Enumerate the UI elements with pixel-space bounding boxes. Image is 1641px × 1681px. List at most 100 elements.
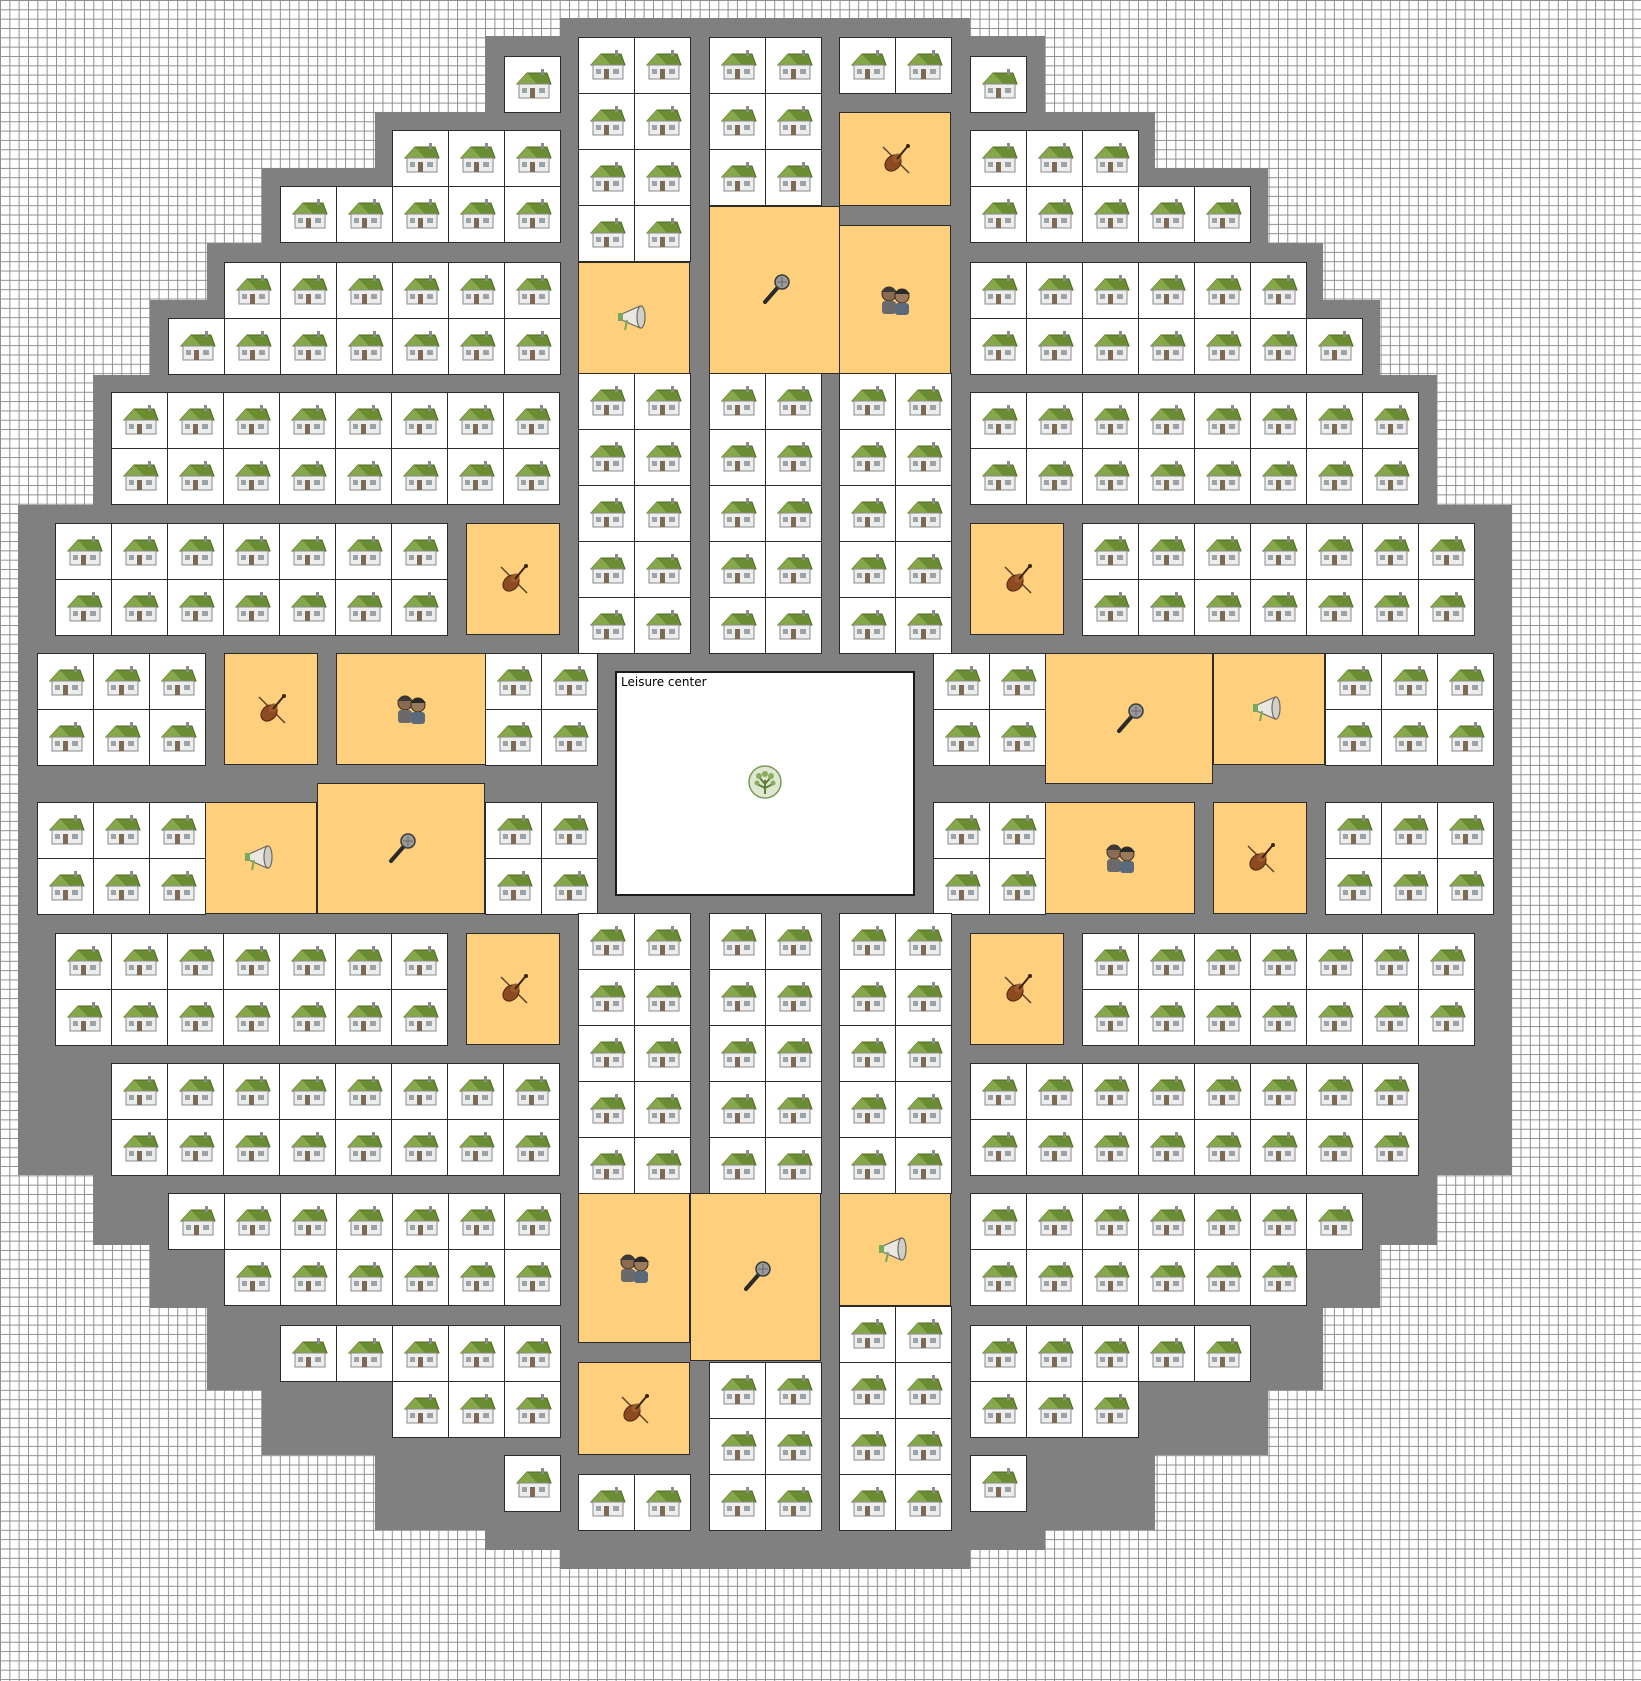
house-tile[interactable]	[1418, 933, 1475, 990]
house-tile[interactable]	[279, 579, 336, 636]
house-tile[interactable]	[111, 1119, 168, 1176]
house-tile[interactable]	[970, 1063, 1027, 1120]
violin-tile[interactable]	[970, 933, 1064, 1045]
house-tile[interactable]	[970, 318, 1027, 375]
house-tile[interactable]	[1026, 186, 1083, 243]
house-tile[interactable]	[1138, 1063, 1195, 1120]
house-tile[interactable]	[578, 37, 635, 94]
house-tile[interactable]	[1082, 933, 1139, 990]
house-tile[interactable]	[93, 709, 150, 766]
house-tile[interactable]	[634, 93, 691, 150]
house-tile[interactable]	[224, 262, 281, 319]
house-tile[interactable]	[765, 485, 822, 542]
house-tile[interactable]	[634, 373, 691, 430]
house-tile[interactable]	[392, 1325, 449, 1382]
house-tile[interactable]	[280, 1249, 337, 1306]
house-tile[interactable]	[933, 709, 990, 766]
house-tile[interactable]	[839, 913, 896, 970]
house-tile[interactable]	[709, 913, 766, 970]
house-tile[interactable]	[1306, 1193, 1363, 1250]
house-tile[interactable]	[895, 913, 952, 970]
house-tile[interactable]	[447, 448, 504, 505]
house-tile[interactable]	[1026, 392, 1083, 449]
house-tile[interactable]	[335, 523, 392, 580]
house-tile[interactable]	[1026, 1119, 1083, 1176]
house-tile[interactable]	[1194, 1193, 1251, 1250]
house-tile[interactable]	[280, 186, 337, 243]
house-tile[interactable]	[280, 262, 337, 319]
house-tile[interactable]	[1437, 709, 1494, 766]
house-tile[interactable]	[1138, 318, 1195, 375]
house-tile[interactable]	[1026, 1249, 1083, 1306]
house-tile[interactable]	[765, 429, 822, 486]
house-tile[interactable]	[37, 653, 94, 710]
house-tile[interactable]	[448, 186, 505, 243]
house-tile[interactable]	[1194, 933, 1251, 990]
house-tile[interactable]	[111, 523, 168, 580]
house-tile[interactable]	[167, 1119, 224, 1176]
house-tile[interactable]	[578, 541, 635, 598]
house-tile[interactable]	[448, 1249, 505, 1306]
house-tile[interactable]	[1250, 392, 1307, 449]
performers-tile[interactable]	[578, 1193, 690, 1343]
house-tile[interactable]	[895, 37, 952, 94]
house-tile[interactable]	[839, 597, 896, 654]
house-tile[interactable]	[111, 579, 168, 636]
house-tile[interactable]	[223, 392, 280, 449]
house-tile[interactable]	[709, 597, 766, 654]
house-tile[interactable]	[111, 448, 168, 505]
house-tile[interactable]	[634, 913, 691, 970]
house-tile[interactable]	[1026, 1381, 1083, 1438]
house-tile[interactable]	[167, 448, 224, 505]
house-tile[interactable]	[1250, 989, 1307, 1046]
house-tile[interactable]	[485, 802, 542, 859]
house-tile[interactable]	[392, 318, 449, 375]
house-tile[interactable]	[280, 318, 337, 375]
megaphone-tile[interactable]	[205, 802, 317, 914]
house-tile[interactable]	[634, 1081, 691, 1138]
house-tile[interactable]	[709, 373, 766, 430]
house-tile[interactable]	[1194, 392, 1251, 449]
house-tile[interactable]	[391, 1119, 448, 1176]
house-tile[interactable]	[1082, 1063, 1139, 1120]
house-tile[interactable]	[634, 149, 691, 206]
house-tile[interactable]	[336, 186, 393, 243]
house-tile[interactable]	[392, 1381, 449, 1438]
house-tile[interactable]	[839, 37, 896, 94]
house-tile[interactable]	[970, 186, 1027, 243]
house-tile[interactable]	[1194, 579, 1251, 636]
house-tile[interactable]	[224, 1193, 281, 1250]
house-tile[interactable]	[709, 1081, 766, 1138]
house-tile[interactable]	[1138, 1119, 1195, 1176]
megaphone-tile[interactable]	[839, 1193, 951, 1306]
house-tile[interactable]	[392, 130, 449, 187]
house-tile[interactable]	[392, 1193, 449, 1250]
house-tile[interactable]	[335, 579, 392, 636]
house-tile[interactable]	[336, 1193, 393, 1250]
house-tile[interactable]	[895, 1418, 952, 1475]
house-tile[interactable]	[765, 93, 822, 150]
house-tile[interactable]	[485, 709, 542, 766]
house-tile[interactable]	[336, 1249, 393, 1306]
house-tile[interactable]	[895, 485, 952, 542]
violin-tile[interactable]	[839, 112, 951, 206]
house-tile[interactable]	[279, 448, 336, 505]
house-tile[interactable]	[1250, 523, 1307, 580]
violin-tile[interactable]	[224, 653, 318, 765]
violin-tile[interactable]	[466, 933, 560, 1045]
house-tile[interactable]	[578, 429, 635, 486]
house-tile[interactable]	[485, 653, 542, 710]
house-tile[interactable]	[448, 1325, 505, 1382]
house-tile[interactable]	[1138, 448, 1195, 505]
house-tile[interactable]	[336, 262, 393, 319]
house-tile[interactable]	[709, 93, 766, 150]
house-tile[interactable]	[1306, 448, 1363, 505]
house-tile[interactable]	[1437, 802, 1494, 859]
house-tile[interactable]	[1082, 130, 1139, 187]
house-tile[interactable]	[895, 969, 952, 1026]
house-tile[interactable]	[765, 1474, 822, 1531]
house-tile[interactable]	[970, 1193, 1027, 1250]
house-tile[interactable]	[1381, 858, 1438, 915]
house-tile[interactable]	[447, 392, 504, 449]
house-tile[interactable]	[1306, 392, 1363, 449]
